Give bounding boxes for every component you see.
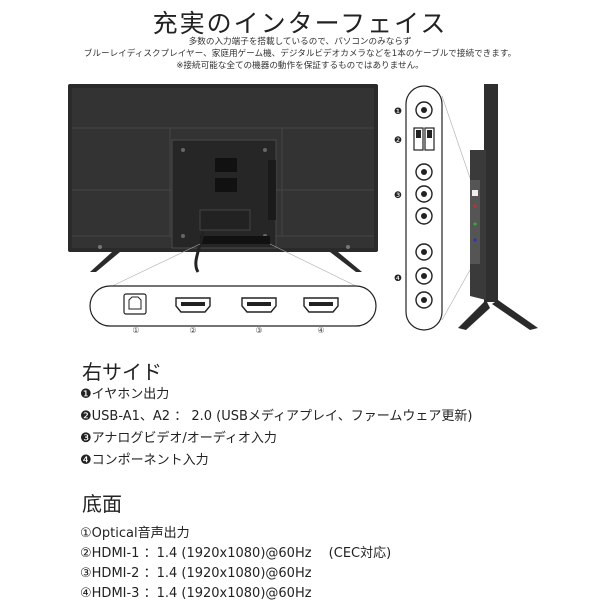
hdmi-1-port-icon [175, 297, 211, 313]
intro-line-3: ※接続可能な全ての機器の動作を保証するものではありません。 [176, 61, 424, 71]
tv-interface-figure: ① ② ③ ④ [68, 84, 538, 335]
right-side-item-av: ❸アナログビデオ/オーディオ入力 [80, 431, 277, 446]
intro-text: 多数の入力端子を搭載しているので、パソコンのみならず ブルーレイディスクプレイヤ… [0, 36, 600, 72]
usb-ports-icon [413, 127, 435, 151]
bottom-label-4: ④ [317, 326, 324, 335]
bottom-label-1: ① [132, 326, 139, 335]
hdmi-2-port-icon [241, 297, 277, 313]
bottom-item-hdmi-2: ③HDMI-2 ：1.4 (1920x1080)@60Hz [80, 566, 312, 581]
page-title: 充実のインターフェイス [152, 9, 448, 38]
hdmi-3-port-icon [303, 297, 339, 313]
bottom-port-panel: ① ② ③ ④ [89, 285, 377, 335]
side-number-1: ❶ [394, 107, 402, 117]
side-number-3: ❸ [394, 191, 402, 201]
bottom-item-hdmi-1: ②HDMI-1 ：1.4 (1920x1080)@60Hz (CEC対応) [80, 546, 392, 561]
right-side-item-component: ❹コンポーネント入力 [80, 453, 209, 468]
tv-back-view [68, 84, 378, 273]
av-rca-jacks-icon [415, 163, 433, 225]
bottom-label-2: ② [189, 326, 196, 335]
bottom-list: ①Optical音声出力 ②HDMI-1 ：1.4 (1920x1080)@60… [80, 524, 391, 604]
side-number-2: ❷ [394, 136, 402, 146]
intro-line-2: ブルーレイディスクプレイヤー、家庭用ゲーム機、デジタルビデオカメラなどを1本のケ… [83, 49, 517, 59]
side-number-4: ❹ [394, 274, 402, 284]
bottom-heading: 底面 [82, 492, 122, 516]
side-port-panel: ❶ ❷ ❸ ❹ [394, 85, 443, 331]
bottom-label-3: ③ [255, 326, 262, 335]
right-side-heading: 右サイド [82, 360, 162, 384]
bottom-item-optical: ①Optical音声出力 [80, 526, 190, 541]
right-side-item-usb: ❷USB-A1、A2 ： 2.0 (USBメディアプレイ、ファームウェア更新) [80, 409, 473, 424]
intro-line-1: 多数の入力端子を搭載しているので、パソコンのみならず [188, 37, 412, 47]
tv-side-view [458, 84, 538, 330]
right-side-item-earphone: ❶イヤホン出力 [80, 387, 170, 402]
bottom-item-hdmi-3: ④HDMI-3 ：1.4 (1920x1080)@60Hz [80, 586, 312, 601]
component-jacks-icon [415, 243, 433, 309]
right-side-list: ❶イヤホン出力 ❷USB-A1、A2 ： 2.0 (USBメディアプレイ、ファー… [80, 384, 472, 472]
